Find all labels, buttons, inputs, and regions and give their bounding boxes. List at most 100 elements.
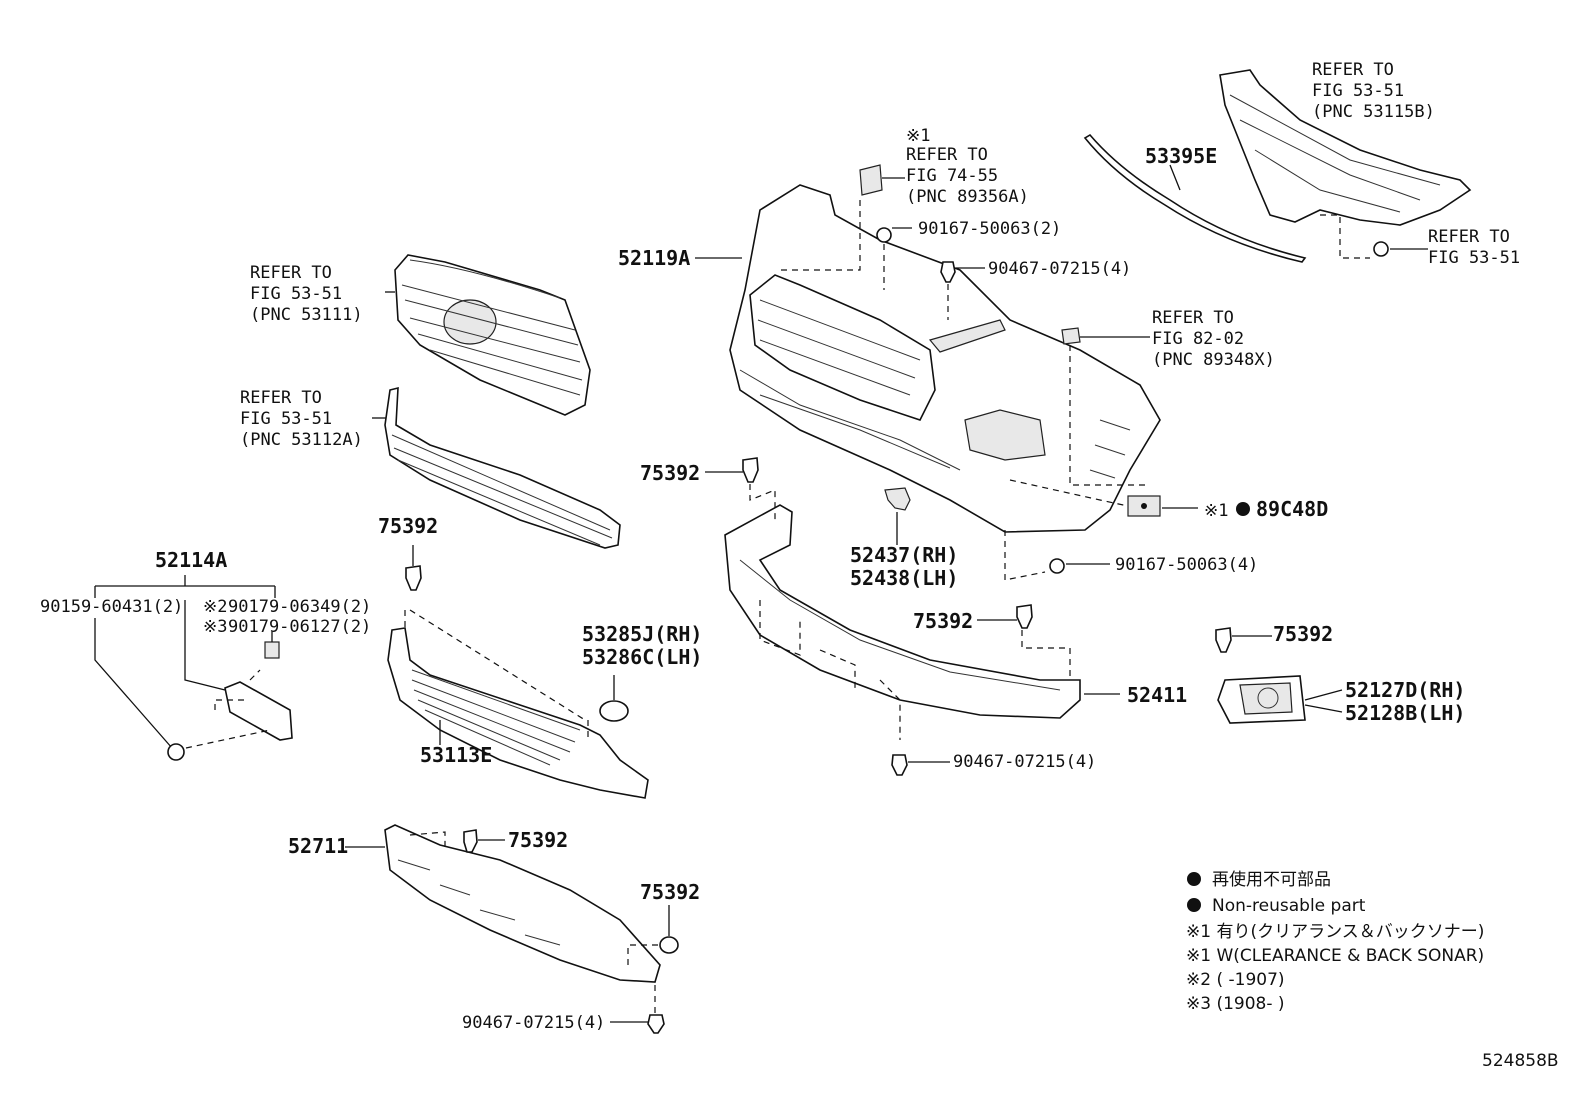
dash-52411-lower: [759, 600, 901, 740]
label-75392-e: 75392: [508, 828, 568, 852]
bolt-90159-icon: [167, 743, 185, 761]
label-52128B: 52128B(LH): [1345, 701, 1465, 725]
sensor-hole-icon: [1141, 503, 1147, 509]
ref-89348X-line3: (PNC 89348X): [1152, 350, 1275, 370]
legend-dot-en-icon: [1187, 898, 1201, 912]
lower-grille-53113E-drawing: [387, 627, 649, 799]
dash-53113E: [404, 609, 589, 740]
non-reusable-dot-icon: [1236, 502, 1250, 516]
label-90179a-note: ※2: [203, 597, 227, 617]
bumper-cover-drawing: [729, 184, 1161, 533]
legend-note2: ※2 ( -1907): [1186, 970, 1285, 990]
bracket-89348X-drawing: [1061, 327, 1081, 345]
ref-right-line2: FIG 53-51: [1428, 248, 1520, 268]
ref-sonar-line3: (PNC 89356A): [906, 187, 1029, 207]
label-90167-4: 90167-50063(4): [1115, 555, 1258, 575]
clip-90467-mid-icon: [891, 754, 908, 776]
label-53286C: 53286C(LH): [582, 645, 702, 669]
clip-75392-c-icon: [1215, 627, 1232, 653]
dash-90159: [185, 729, 271, 749]
label-52437: 52437(RH): [850, 543, 958, 567]
clip-75392-b-icon: [1016, 604, 1033, 629]
label-53285J: 53285J(RH): [582, 622, 702, 646]
under-cover-52711-drawing: [384, 824, 661, 983]
label-52711: 52711: [288, 834, 348, 858]
bolt-53-51-icon: [1373, 241, 1389, 257]
dash-89C48D: [1009, 479, 1129, 507]
ref-89348X-line2: FIG 82-02: [1152, 329, 1244, 349]
ref-grille-line2: FIG 53-51: [250, 284, 342, 304]
clip-90467-top-icon: [940, 261, 956, 283]
upper-grille-drawing: [394, 254, 591, 416]
leader-53395E: [1169, 164, 1181, 191]
label-90467-low: 90467-07215(4): [462, 1013, 605, 1033]
ref-reinf-line2: FIG 53-51: [1312, 81, 1404, 101]
legend-nonreusable-en: Non-reusable part: [1212, 896, 1366, 916]
label-90467-mid: 90467-07215(4): [953, 752, 1096, 772]
label-89C48D: 89C48D: [1256, 497, 1328, 521]
label-75392-f: 75392: [640, 880, 700, 904]
label-75392-d: 75392: [378, 514, 438, 538]
label-52119A: 52119A: [618, 246, 690, 270]
strip-53395E-drawing: [1083, 133, 1307, 263]
legend-note1-jp: ※1 有り(クリアランス＆バックソナー): [1186, 922, 1484, 942]
label-90179b-note: ※3: [203, 617, 227, 637]
ref-lowerbar-line1: REFER TO: [240, 388, 322, 408]
label-53395E: 53395E: [1145, 144, 1217, 168]
dash-75392-e: [409, 831, 446, 850]
label-90467-top: 90467-07215(4): [988, 259, 1131, 279]
ref-sonar-note: ※1: [906, 126, 930, 146]
ref-right-line1: REFER TO: [1428, 227, 1510, 247]
license-bracket-drawing: [224, 641, 293, 741]
label-75392-b: 75392: [913, 609, 973, 633]
leader-52114A: [184, 575, 226, 691]
bolt-90167-4-icon: [1049, 558, 1065, 574]
ref-sonar-line1: REFER TO: [906, 145, 988, 165]
leader-53115B-bolt: [1320, 214, 1370, 259]
ref-grille-line1: REFER TO: [250, 263, 332, 283]
clip-75392-a-icon: [742, 457, 759, 483]
label-75392-c: 75392: [1273, 622, 1333, 646]
label-52114A: 52114A: [155, 548, 227, 572]
ref-reinf-line3: (PNC 53115B): [1312, 102, 1435, 122]
dash-52114A: [214, 669, 261, 710]
bracket-52437-drawing: [884, 487, 911, 511]
label-53113E: 53113E: [420, 743, 492, 767]
legend-note1-en: ※1 W(CLEARANCE & BACK SONAR): [1186, 946, 1484, 966]
bolt-90167-icon: [876, 227, 892, 243]
clip-75392-e-icon: [463, 829, 478, 853]
fog-bezel-drawing: [1217, 675, 1306, 724]
leader-90159: [94, 618, 173, 749]
clip-90467-low-icon: [647, 1014, 665, 1034]
ref-89348X-line1: REFER TO: [1152, 308, 1234, 328]
ref-reinf-line1: REFER TO: [1312, 60, 1394, 80]
dash-89356A: [780, 200, 861, 271]
label-89C48D-note: ※1: [1204, 501, 1228, 521]
label-90179a: 90179-06349(2): [228, 597, 371, 617]
label-75392-a: 75392: [640, 461, 700, 485]
lower-bumper-52411-drawing: [724, 504, 1081, 719]
figure-number: 524858B: [1482, 1051, 1559, 1071]
label-52438: 52438(LH): [850, 566, 958, 590]
ref-grille-line3: (PNC 53111): [250, 305, 363, 325]
dash-75392-a: [749, 484, 776, 520]
legend-dot-jp-icon: [1187, 872, 1201, 886]
leader-52127D: [1304, 689, 1343, 713]
ref-sonar-line2: FIG 74-55: [906, 166, 998, 186]
lower-grille-bar-drawing: [384, 386, 621, 549]
dash-89348X: [1069, 345, 1150, 486]
ref-lowerbar-line2: FIG 53-51: [240, 409, 332, 429]
label-90179b: 90179-06127(2): [228, 617, 371, 637]
label-52411: 52411: [1127, 683, 1187, 707]
clip-75392-f-icon: [659, 936, 679, 954]
dash-75392-b: [1021, 630, 1071, 680]
legend-nonreusable-jp: 再使用不可部品: [1212, 869, 1331, 890]
clip-75392-d-icon: [405, 565, 422, 591]
legend-note3: ※3 (1908- ): [1186, 994, 1285, 1014]
sonar-plate-drawing: [859, 164, 883, 196]
cap-53285J-drawing: [599, 700, 629, 722]
clip-90179-icon: [264, 641, 280, 659]
dash-90167-4: [1004, 530, 1046, 581]
ref-lowerbar-line3: (PNC 53112A): [240, 430, 363, 450]
